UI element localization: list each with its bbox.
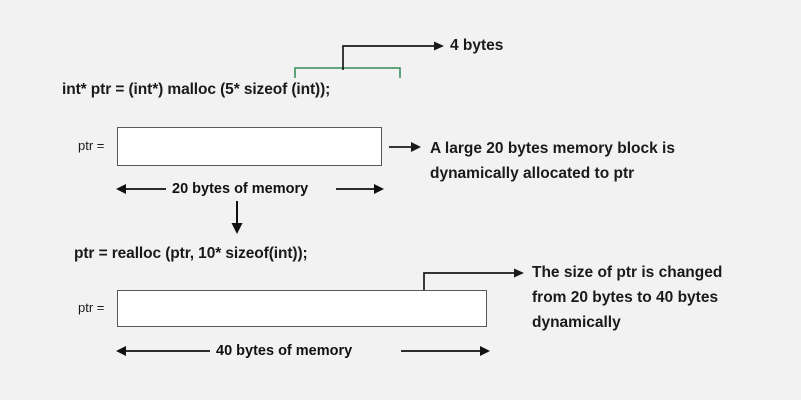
realloc-annotation-leader-arrow [423,268,524,293]
realloc-memory-block [117,290,487,327]
malloc-memory-block [117,127,382,166]
realloc-code-line: ptr = realloc (ptr, 10* sizeof(int)); [74,245,308,262]
transition-down-arrow [231,201,243,234]
realloc-dimension-label: 40 bytes of memory [216,343,353,359]
realloc-annotation-line-1: The size of ptr is changed [532,264,723,281]
realloc-annotation-line-2: from 20 bytes to 40 bytes [532,289,719,306]
sizeof-green-bracket [294,67,401,78]
four-bytes-leader-arrow [342,41,444,70]
malloc-ptr-label: ptr = [78,138,105,153]
malloc-dimension-line [116,184,384,194]
realloc-ptr-label: ptr = [78,300,105,315]
malloc-annotation-line-1: A large 20 bytes memory block is [430,140,675,157]
malloc-annotation-line-2: dynamically allocated to ptr [430,165,635,182]
realloc-dimension-line [116,346,490,356]
realloc-annotation-text: The size of ptr is changed from 20 bytes… [532,260,722,335]
malloc-code-line: int* ptr = (int*) malloc (5* sizeof (int… [62,81,331,98]
malloc-annotation-arrow [389,142,421,152]
realloc-annotation-line-3: dynamically [532,314,621,331]
malloc-dimension-label: 20 bytes of memory [172,181,309,197]
four-bytes-label: 4 bytes [450,37,504,54]
malloc-annotation-text: A large 20 bytes memory block is dynamic… [430,136,675,186]
